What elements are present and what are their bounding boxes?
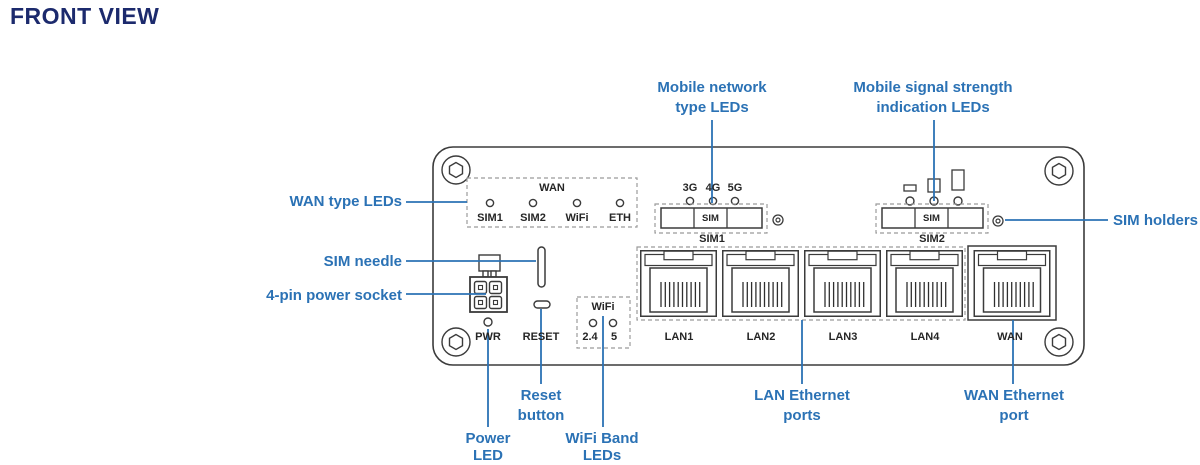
- callout-line: Power: [465, 430, 511, 447]
- page-title: FRONT VIEW: [10, 3, 160, 29]
- wifi-led-group-box: [576, 296, 631, 349]
- callout-sim-needle: SIM needle: [323, 253, 402, 270]
- label-sim2-tray: SIM: [923, 213, 940, 224]
- callout-wan-ethernet-port: WAN Ethernet port: [964, 386, 1064, 426]
- label-lan1: LAN1: [664, 331, 694, 343]
- power-led-icon: [483, 317, 493, 327]
- label-4g: 4G: [705, 182, 721, 194]
- lan-ports-box: [636, 246, 966, 321]
- callout-sim-holders: SIM holders: [1113, 212, 1199, 229]
- reset-button-icon: [533, 300, 551, 309]
- callout-line: LED: [472, 447, 503, 464]
- wan-type-leds: [485, 198, 625, 208]
- sim-needle-icon: [537, 246, 546, 288]
- callout-lan-ethernet-ports: LAN Ethernet ports: [754, 386, 850, 426]
- label-sim1: SIM1: [699, 233, 725, 245]
- callout-line: indication LEDs: [876, 99, 990, 116]
- label-wan-port: WAN: [997, 331, 1023, 343]
- label-band-5: 5: [610, 331, 618, 343]
- callout-line: Mobile signal strength: [853, 79, 1013, 96]
- label-5g: 5G: [727, 182, 743, 194]
- power-plug-icon: [478, 254, 501, 278]
- label-led-sim1: SIM1: [477, 212, 503, 224]
- label-led-eth: ETH: [609, 212, 631, 224]
- label-lan2: LAN2: [746, 331, 776, 343]
- label-3g: 3G: [682, 182, 698, 194]
- label-reset: RESET: [522, 331, 560, 343]
- label-wan-group: WAN: [539, 182, 565, 194]
- callout-line: LEDs: [582, 447, 622, 464]
- callout-power-socket: 4-pin power socket: [266, 287, 402, 304]
- callout-line: type LEDs: [675, 99, 749, 116]
- callout-leader-lines: [406, 120, 1108, 427]
- callout-line: LAN Ethernet: [754, 387, 850, 404]
- callout-line: button: [517, 407, 565, 424]
- callout-mobile-network-type-leds: Mobile network type LEDs: [657, 78, 766, 118]
- callout-mobile-signal-strength-leds: Mobile signal strength indication LEDs: [853, 78, 1012, 118]
- label-sim2: SIM2: [919, 233, 945, 245]
- callout-line: WiFi Band: [565, 430, 639, 447]
- label-band-24: 2.4: [582, 331, 598, 343]
- callout-line: ports: [783, 407, 821, 424]
- callout-wifi-band-leds: WiFi Band LEDs: [565, 430, 638, 464]
- callout-wan-type-leds: WAN type LEDs: [289, 193, 402, 210]
- callout-line: Reset: [520, 387, 562, 404]
- label-pwr: PWR: [475, 331, 501, 343]
- sim2-tray: [881, 207, 984, 229]
- callout-reset-button: Reset button: [518, 386, 565, 426]
- callout-line: port: [999, 407, 1029, 424]
- callout-power-led: Power LED: [465, 430, 510, 464]
- label-sim1-tray: SIM: [702, 213, 719, 224]
- label-led-sim2: SIM2: [520, 212, 546, 224]
- label-led-wifi: WiFi: [565, 212, 589, 224]
- callout-line: Mobile network: [657, 79, 767, 96]
- sim2-holder-box: [875, 203, 989, 234]
- label-lan3: LAN3: [828, 331, 858, 343]
- label-wifi-group: WiFi: [591, 301, 615, 313]
- signal-strength-leds: [905, 196, 963, 206]
- sim1-holder-box: [654, 203, 768, 234]
- sim1-tray: [660, 207, 763, 229]
- callout-line: WAN Ethernet: [963, 387, 1065, 404]
- label-lan4: LAN4: [910, 331, 940, 343]
- wifi-band-leds: [588, 318, 618, 328]
